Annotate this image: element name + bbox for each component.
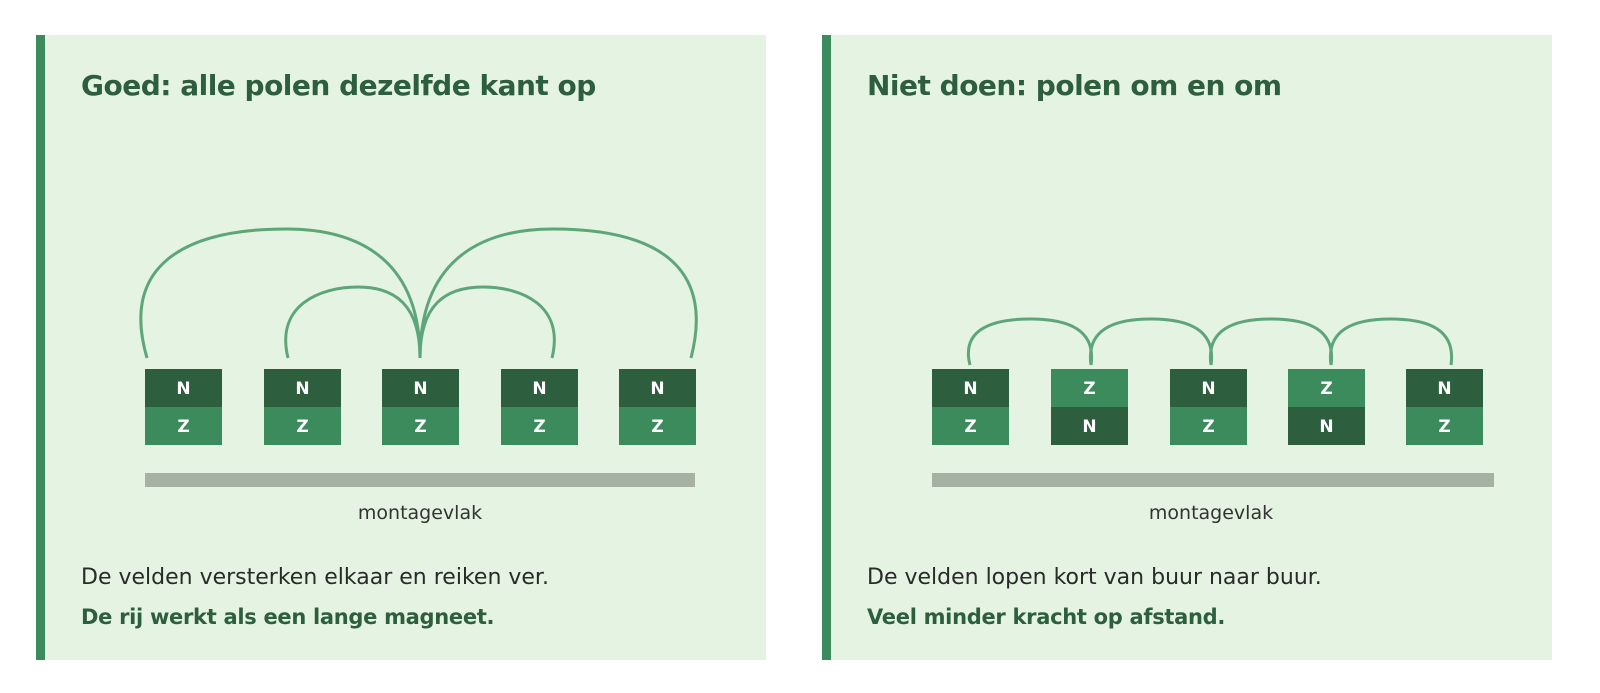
panel-title: Goed: alle polen dezelfde kant op	[81, 69, 596, 102]
magnet-pole-bottom	[145, 407, 222, 445]
magnet-pole-top	[932, 369, 1009, 407]
pole-label: Z	[1320, 379, 1332, 399]
magnet: ZN	[1288, 369, 1365, 445]
pole-label: Z	[177, 417, 189, 437]
magnet-pole-top	[1051, 369, 1128, 407]
mounting-surface	[932, 473, 1494, 487]
pole-label: Z	[533, 417, 545, 437]
magnet-pole-top	[145, 369, 222, 407]
pole-label: N	[963, 379, 977, 399]
magnet-pole-top	[501, 369, 578, 407]
magnet-pole-bottom	[1288, 407, 1365, 445]
caption: De velden lopen kort van buur naar buur.	[867, 565, 1322, 590]
pole-label: Z	[296, 417, 308, 437]
conclusion: Veel minder kracht op afstand.	[867, 605, 1226, 629]
field-line-outer-right	[418, 227, 698, 359]
magnet-pole-bottom	[619, 407, 696, 445]
pole-label: N	[1319, 417, 1333, 437]
magnet: NZ	[932, 369, 1009, 445]
magnet-pole-top	[1170, 369, 1247, 407]
field-line-3	[1208, 317, 1334, 366]
pole-label: Z	[964, 417, 976, 437]
pole-label: Z	[1083, 379, 1095, 399]
magnet-pole-top	[264, 369, 341, 407]
pole-label: N	[650, 379, 664, 399]
field-line-inner-right	[418, 285, 556, 359]
pole-label: Z	[651, 417, 663, 437]
field-line-4	[1328, 317, 1454, 366]
magnet-pole-top	[382, 369, 459, 407]
magnet-pole-bottom	[1051, 407, 1128, 445]
magnet: ZN	[1051, 369, 1128, 445]
pole-label: N	[295, 379, 309, 399]
caption: De velden versterken elkaar en reiken ve…	[81, 565, 549, 590]
conclusion: De rij werkt als een lange magneet.	[81, 605, 495, 629]
pole-label: N	[1082, 417, 1096, 437]
field-line-outer-left	[139, 227, 422, 359]
magnet-pole-bottom	[501, 407, 578, 445]
magnet-pole-top	[1288, 369, 1365, 407]
field-line-1	[966, 317, 1094, 366]
magnet: NZ	[501, 369, 578, 445]
magnet-pole-bottom	[382, 407, 459, 445]
pole-label: N	[413, 379, 427, 399]
pole-label: N	[1437, 379, 1451, 399]
pole-label: Z	[1202, 417, 1214, 437]
mounting-surface-label: montagevlak	[358, 502, 482, 524]
magnet: NZ	[619, 369, 696, 445]
magnet-pole-top	[1406, 369, 1483, 407]
magnet: NZ	[382, 369, 459, 445]
pole-label: Z	[1438, 417, 1450, 437]
magnet: NZ	[1406, 369, 1483, 445]
magnet-pole-bottom	[1406, 407, 1483, 445]
magnet: NZ	[264, 369, 341, 445]
magnet-pole-bottom	[264, 407, 341, 445]
field-line-inner-left	[284, 285, 422, 359]
field-lines	[966, 317, 1454, 366]
panel-title: Niet doen: polen om en om	[867, 69, 1282, 102]
pole-label: Z	[414, 417, 426, 437]
field-line-2	[1088, 317, 1214, 366]
magnet: NZ	[1170, 369, 1247, 445]
magnet: NZ	[145, 369, 222, 445]
pole-label: N	[176, 379, 190, 399]
mounting-surface-label: montagevlak	[1149, 502, 1273, 524]
mounting-surface	[145, 473, 695, 487]
pole-label: N	[532, 379, 546, 399]
magnet-pole-bottom	[932, 407, 1009, 445]
field-lines	[139, 227, 698, 359]
magnet-pole-bottom	[1170, 407, 1247, 445]
magnet-pole-top	[619, 369, 696, 407]
pole-label: N	[1201, 379, 1215, 399]
